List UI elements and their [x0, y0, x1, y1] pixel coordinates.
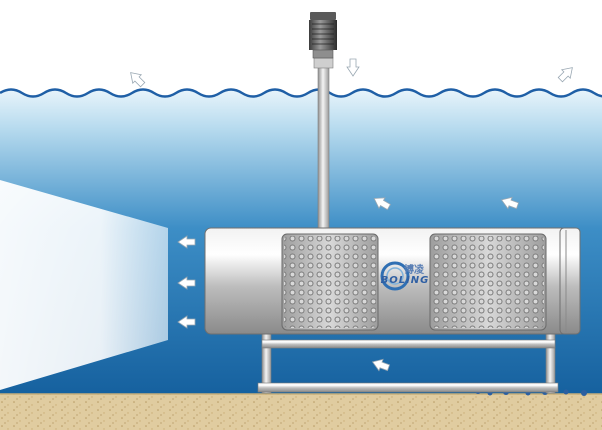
- seabed: [0, 394, 602, 430]
- perforated-screen-left: [281, 233, 379, 331]
- motor-icon: [309, 12, 337, 59]
- water-surface-wave: [0, 88, 602, 98]
- rod-coupling: [313, 57, 334, 69]
- brand-logo-emblem: [380, 261, 410, 291]
- background: [0, 0, 602, 95]
- guide-rod: [317, 61, 330, 233]
- perforated-screen-right: [429, 233, 547, 331]
- jet-plume: [0, 180, 168, 390]
- support-frame: [257, 284, 559, 394]
